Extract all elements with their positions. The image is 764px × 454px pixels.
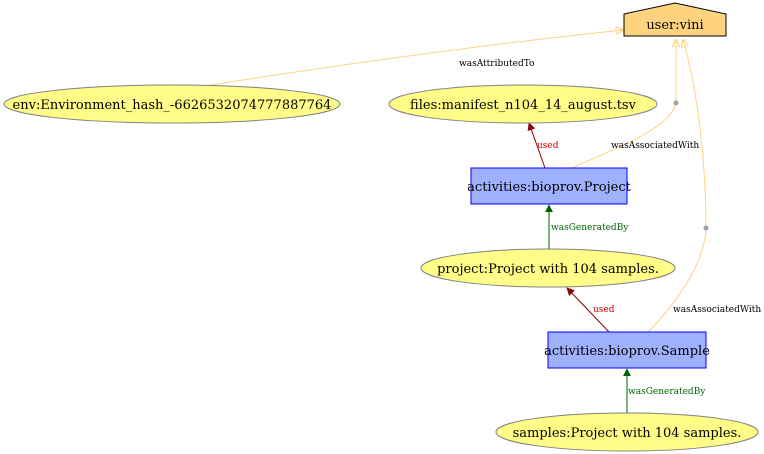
entity-label: project:Project with 104 samples. — [437, 262, 659, 277]
edge-label-was-associated-with: wasAssociatedWith — [611, 141, 699, 151]
edge-line — [571, 40, 676, 169]
entity-label: files:manifest_n104_14_august.tsv — [410, 98, 637, 113]
edge-line — [566, 287, 611, 334]
entity-shape — [420, 248, 676, 288]
agent-node-user-vini[interactable]: user:vini — [623, 2, 727, 37]
entity-node-samples[interactable]: samples:Project with 104 samples. — [495, 412, 759, 452]
edge-line — [527, 122, 546, 169]
edge-project-entity-generated-by: wasGeneratedBy — [545, 204, 629, 253]
edge-label-was-generated-by: wasGeneratedBy — [551, 223, 629, 233]
entity-label: samples:Project with 104 samples. — [513, 426, 742, 441]
entity-shape — [495, 412, 759, 452]
activity-shape — [547, 331, 707, 369]
agent-label: user:vini — [646, 18, 703, 33]
edge-label-was-associated-with: wasAssociatedWith — [673, 305, 761, 315]
activity-shape — [470, 167, 628, 205]
edge-junction-dot — [703, 225, 709, 231]
activity-node-project[interactable]: activities:bioprov.Project — [467, 167, 632, 205]
edge-project-associated-with-user: wasAssociatedWith — [571, 40, 699, 169]
edge-line — [174, 30, 623, 92]
edge-label-used: used — [537, 141, 559, 151]
edge-samples-entity-generated-by: wasGeneratedBy — [623, 368, 706, 416]
edge-label-was-attributed-to: wasAttributedTo — [459, 59, 534, 69]
entity-shape — [3, 84, 341, 124]
edge-sample-associated-with-user: wasAssociatedWith — [646, 40, 761, 334]
entity-label: env:Environment_hash_-662653207477788776… — [13, 98, 332, 113]
activity-label: activities:bioprov.Project — [467, 180, 631, 195]
edge-label-used: used — [593, 305, 615, 315]
entity-shape — [388, 84, 658, 124]
edge-sample-used-project-entity: used — [566, 287, 615, 334]
entity-node-project[interactable]: project:Project with 104 samples. — [420, 248, 676, 288]
activity-label: activities:bioprov.Sample — [544, 344, 710, 359]
edge-junction-dot — [673, 100, 679, 106]
entity-node-env[interactable]: env:Environment_hash_-662653207477788776… — [3, 84, 341, 124]
agent-shape — [623, 2, 727, 37]
edge-label-was-generated-by: wasGeneratedBy — [628, 387, 706, 397]
edge-env-attributed-to-user: wasAttributedTo — [174, 30, 623, 92]
entity-node-manifest[interactable]: files:manifest_n104_14_august.tsv — [388, 84, 658, 124]
edge-project-used-manifest: used — [527, 122, 559, 169]
activity-node-sample[interactable]: activities:bioprov.Sample — [544, 331, 710, 369]
